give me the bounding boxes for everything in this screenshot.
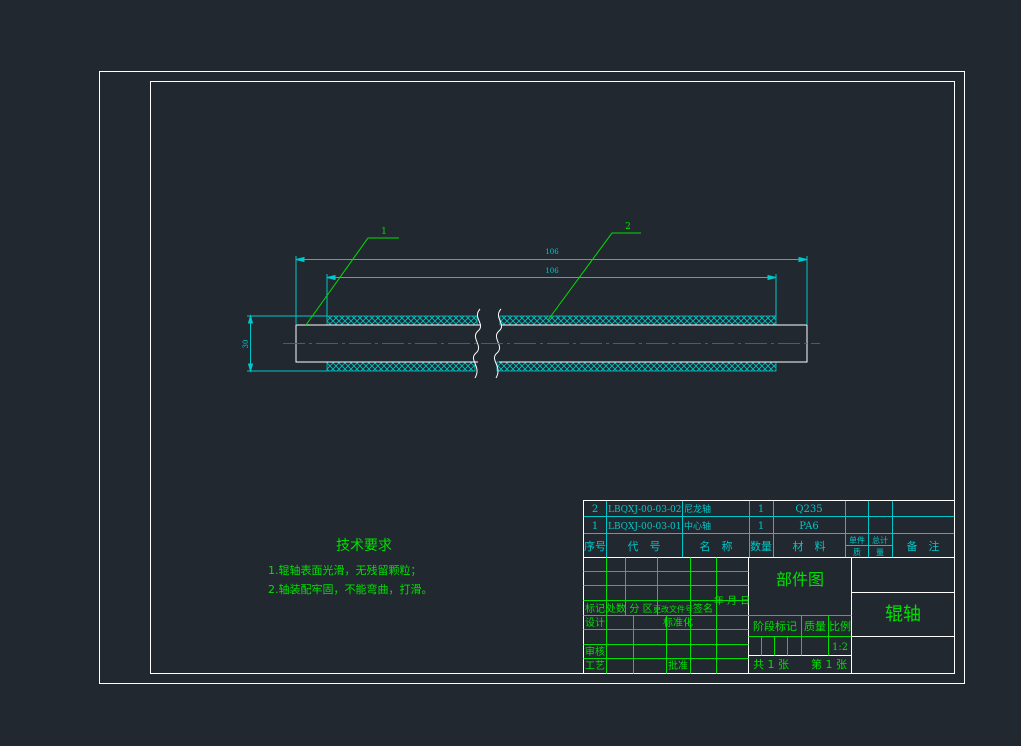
label-approve: 批准 (668, 659, 688, 672)
bom-row-2-code: LBQXJ-00-03-02 (608, 505, 681, 515)
rev-label-change-doc: 更改文件号 (653, 604, 693, 614)
bom-header-remark: 备 注 (907, 539, 940, 553)
leader-line-1 (305, 237, 399, 326)
scale-value: 1:2 (832, 642, 848, 653)
bom-header-total-a: 总计 (872, 535, 888, 545)
rev-label-signature: 签名 (693, 602, 713, 615)
break-line-left (472, 308, 482, 379)
bom-row-2-name: 尼龙轴 (684, 503, 711, 515)
leader-line-2 (547, 232, 641, 321)
bom-row-1-material: PA6 (799, 521, 818, 532)
tech-requirement-item-2: 2.轴装配牢固，不能弯曲，打滑。 (268, 582, 433, 596)
bom-row-2-material: Q235 (795, 504, 822, 515)
bom-row-2-qty: 1 (758, 504, 764, 515)
sheets-total: 共 1 张 (753, 658, 789, 671)
sheet-number: 第 1 张 (811, 657, 847, 671)
part-name: 辊轴 (885, 604, 921, 625)
label-scale: 比例 (829, 619, 851, 633)
bom-header-unit-a: 单件 (849, 535, 865, 545)
bom-header-qty: 数量 (750, 540, 772, 553)
title-block-white-frame (583, 500, 955, 674)
tech-requirements-title: 技术要求 (336, 538, 392, 554)
label-design: 设计 (585, 616, 605, 629)
bom-row-1-name: 中心轴 (684, 520, 711, 532)
bom-header-total-b: 量 (876, 548, 884, 557)
label-stage-mark: 阶段标记 (753, 619, 797, 633)
dimension-inner (326, 274, 777, 316)
dimension-overall-text: 106 (545, 248, 559, 256)
sleeve-section-top-left (326, 315, 478, 326)
inner-drawing-frame (150, 81, 955, 674)
rev-label-zone: 分 区 (629, 603, 652, 615)
bom-header-code: 代 号 (628, 540, 661, 553)
sleeve-section-bottom-left (326, 361, 476, 372)
revision-grid (583, 557, 852, 674)
bom-row-1-code: LBQXJ-00-03-01 (608, 522, 681, 532)
bom-row-2-no: 2 (592, 504, 598, 515)
bom-header-no: 序号 (584, 539, 606, 553)
rev-label-count: 处数 (606, 602, 626, 615)
label-mass: 质量 (804, 620, 826, 633)
break-line-right (493, 308, 503, 379)
tech-requirement-item-1: 1.辊轴表面光滑，无残留颗粒； (268, 563, 422, 577)
rev-label-mark: 标记 (585, 603, 605, 615)
balloon-2-label: 2 (625, 222, 631, 232)
dimension-inner-text: 106 (545, 267, 559, 275)
rev-label-date: 年 月 日 (714, 594, 750, 607)
label-check: 审核 (585, 645, 605, 658)
balloon-1-label: 1 (381, 227, 387, 237)
sleeve-section-top-right (499, 315, 777, 326)
shaft-view (283, 308, 820, 379)
sleeve-section-bottom-right (496, 361, 777, 372)
bom-row-1-qty: 1 (758, 521, 764, 532)
bom-header-material: 材 料 (793, 539, 826, 553)
label-process: 工艺 (585, 660, 605, 672)
dimension-diameter (247, 314, 327, 373)
drawing-type: 部件图 (776, 570, 824, 589)
label-standardization: 标准化 (663, 616, 693, 629)
dimension-diameter-text: 30 (242, 340, 250, 349)
bom-header-name: 名 称 (700, 539, 733, 553)
bom-header-unit-b: 质 (853, 547, 861, 557)
bom-row-1-no: 1 (592, 521, 598, 532)
dimension-overall (295, 256, 808, 325)
outer-sheet-border (99, 71, 965, 684)
